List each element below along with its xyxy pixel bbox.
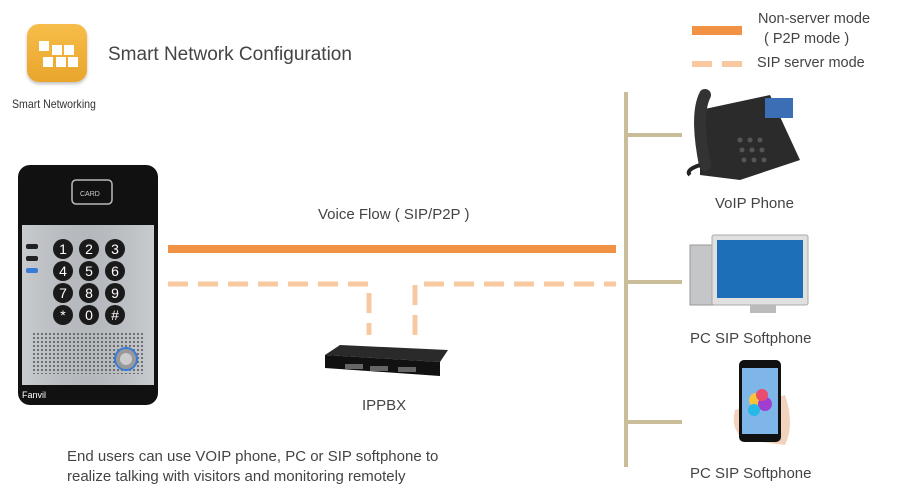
app-label: Smart Networking — [12, 97, 96, 111]
bus-branch-pc — [626, 280, 682, 284]
mobile-softphone-label: PC SIP Softphone — [690, 465, 812, 482]
legend-solid-swatch — [692, 26, 742, 35]
keypad-key — [53, 283, 73, 303]
keypad-key — [105, 305, 125, 325]
ippbx-label: IPPBX — [362, 397, 407, 414]
door-phone-intercom-icon: CARD 1 2 3 4 5 6 7 8 9 * 0 # Fanvil — [18, 165, 158, 405]
keypad-key — [105, 283, 125, 303]
legend-dashed-label: SIP server mode — [757, 55, 865, 71]
description-line-1: End users can use VOIP phone, PC or SIP … — [67, 448, 439, 465]
keypad-key — [53, 239, 73, 259]
keypad-key-label: 8 — [85, 285, 93, 301]
sip-path-to-pbx — [168, 281, 372, 335]
pc-softphone-label: PC SIP Softphone — [690, 330, 812, 347]
keypad-key-label: 4 — [59, 263, 67, 279]
keypad-key-label: 5 — [85, 263, 93, 279]
legend-dash-swatch-1 — [692, 61, 712, 67]
voice-flow-label: Voice Flow ( SIP/P2P ) — [318, 206, 470, 223]
keypad-key — [79, 239, 99, 259]
voip-desk-phone-icon — [686, 89, 800, 180]
network-bus — [624, 92, 628, 467]
bus-branch-voip — [626, 133, 682, 137]
smart-networking-grid-icon — [27, 24, 87, 82]
keypad-key-label: 1 — [59, 241, 67, 257]
smartphone-in-hand-icon — [733, 360, 790, 445]
legend-dash-swatch-2 — [722, 61, 742, 67]
keypad-key-label: # — [111, 307, 119, 323]
svg-text:CARD: CARD — [80, 191, 100, 198]
legend-solid-sublabel: ( P2P mode ) — [764, 31, 850, 47]
page-title: Smart Network Configuration — [108, 44, 352, 65]
description: End users can use VOIP phone, PC or SIP … — [67, 447, 438, 487]
keypad-key — [79, 261, 99, 281]
keypad-key — [105, 261, 125, 281]
voip-phone-label: VoIP Phone — [715, 195, 794, 212]
keypad-key-label: 2 — [85, 241, 93, 257]
keypad-key-label: 6 — [111, 263, 119, 279]
ippbx-server-icon — [325, 345, 448, 376]
keypad-key — [53, 261, 73, 281]
keypad-key — [79, 305, 99, 325]
keypad-key — [53, 305, 73, 325]
keypad-key-label: 3 — [111, 241, 119, 257]
desktop-computer-icon — [689, 234, 809, 313]
p2p-voice-line — [168, 245, 616, 253]
bus-branch-mobile — [626, 420, 682, 424]
keypad-key-label: 0 — [85, 307, 93, 323]
keypad-key-label: 9 — [111, 285, 119, 301]
keypad-key — [105, 239, 125, 259]
svg-text:Fanvil: Fanvil — [22, 390, 46, 400]
keypad-key-label: 7 — [59, 285, 67, 301]
keypad-key-label: * — [60, 307, 66, 323]
sip-path-from-pbx — [412, 281, 616, 335]
legend-solid-label: Non-server mode — [758, 11, 871, 27]
description-line-2: realize talking with visitors and monito… — [67, 468, 406, 485]
keypad-key — [79, 283, 99, 303]
